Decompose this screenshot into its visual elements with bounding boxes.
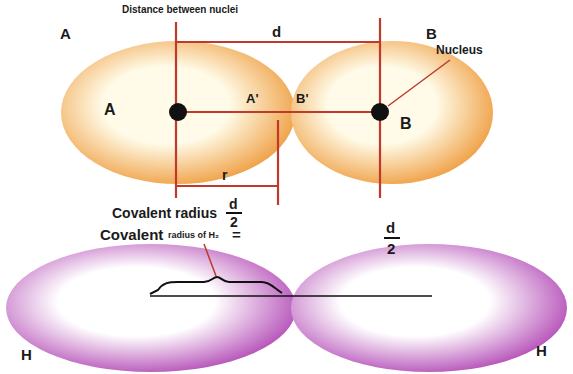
sphere-fill — [291, 244, 567, 372]
heading-label: Distance between nuclei — [122, 5, 238, 15]
nucleus-dot — [169, 103, 187, 121]
formula-label: Covalent radius — [112, 206, 217, 220]
fraction-bar — [384, 237, 400, 239]
sphere-outline — [290, 243, 568, 373]
leader-line — [204, 244, 216, 276]
axis-line — [178, 111, 380, 113]
formula-label: Covalent — [100, 227, 163, 242]
atom-symbol: H — [21, 347, 32, 362]
formula-label: d — [229, 197, 238, 211]
fraction-bar — [226, 212, 242, 214]
atom-symbol: H — [536, 343, 547, 358]
atom-label: A — [60, 26, 71, 41]
dimension-label: r — [222, 168, 227, 182]
formula-label: = — [232, 227, 241, 242]
formula-label: 2 — [387, 241, 395, 256]
atom-label: B — [400, 116, 412, 132]
dimension-label: d — [272, 24, 281, 39]
nucleus-dot — [371, 103, 389, 121]
hydrogen-sphere: H — [290, 243, 568, 373]
formula-label: d — [386, 220, 395, 235]
radius-line — [176, 185, 278, 187]
distance-line — [176, 41, 380, 43]
atom-label: B — [426, 26, 437, 41]
formula-label: radius of H₂ — [168, 231, 219, 240]
atom-label: A' — [246, 92, 258, 105]
callout-label: Nucleus — [436, 44, 483, 56]
leader-line — [388, 60, 450, 106]
sphere-fill — [6, 244, 296, 372]
axis-line — [150, 295, 432, 296]
guide-line — [277, 120, 279, 205]
atom-label: A — [104, 102, 116, 118]
hydrogen-sphere: H — [5, 243, 297, 373]
atom-label: B' — [296, 92, 308, 105]
radius-bracket — [150, 277, 282, 294]
sphere-outline — [5, 243, 297, 373]
